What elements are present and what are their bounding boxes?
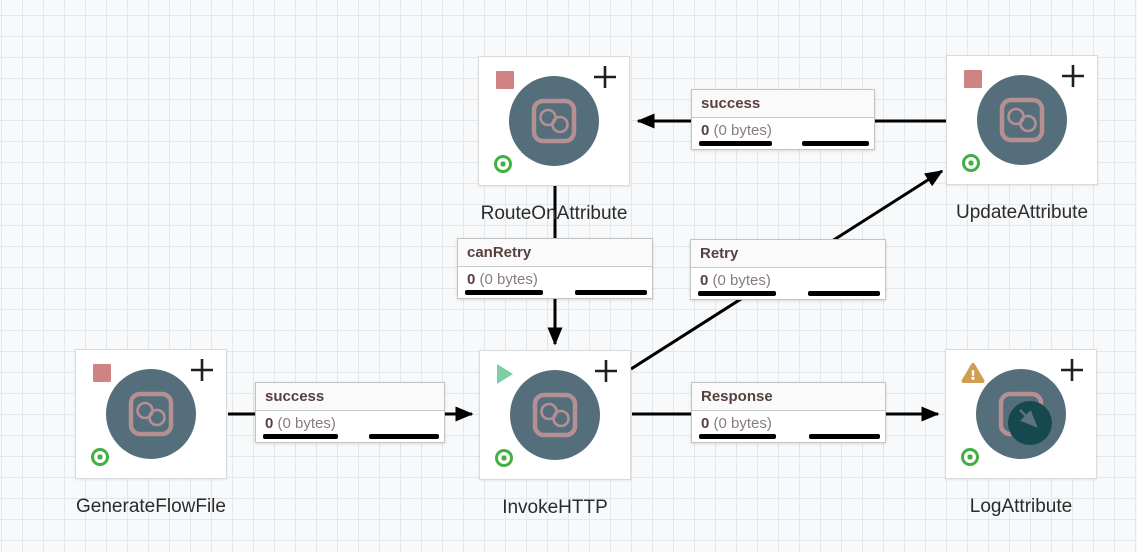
processor-routeonattribute[interactable]: RouteOnAttribute	[478, 56, 630, 224]
queued-size: (0 bytes)	[479, 271, 538, 288]
add-connection-icon[interactable]	[1060, 358, 1084, 382]
drop-arrow-badge	[1008, 401, 1052, 445]
valid-status-icon	[91, 448, 109, 466]
queue-indicator-bar	[801, 141, 869, 146]
queue-indicator-bar	[699, 434, 777, 439]
queue-indicator-bar	[465, 290, 543, 295]
connection-name: canRetry	[458, 239, 652, 267]
valid-status-icon	[494, 155, 512, 173]
queue-indicator-bar	[369, 434, 439, 439]
add-connection-icon[interactable]	[594, 359, 618, 383]
processor-updateattribute[interactable]: UpdateAttribute	[946, 55, 1098, 223]
processor-type-icon	[106, 369, 196, 459]
queued-size: (0 bytes)	[277, 415, 336, 432]
connection-label-success-bottom[interactable]: success 0 (0 bytes)	[255, 382, 445, 443]
queued-size: (0 bytes)	[712, 272, 771, 289]
connection-queue: 0 (0 bytes)	[256, 411, 444, 442]
running-status-icon	[497, 364, 513, 384]
queued-size: (0 bytes)	[713, 415, 772, 432]
processor-name: RouteOnAttribute	[480, 203, 628, 224]
connection-name: Response	[692, 383, 885, 411]
add-connection-icon[interactable]	[593, 65, 617, 89]
processor-type-icon	[977, 75, 1067, 165]
valid-status-icon	[961, 448, 979, 466]
queued-count: 0	[701, 415, 710, 432]
processor-name: LogAttribute	[969, 496, 1073, 517]
connection-queue: 0 (0 bytes)	[692, 411, 885, 442]
processor-name: InvokeHTTP	[502, 497, 608, 518]
queue-indicator-bar	[808, 291, 880, 296]
processor-type-icon	[509, 76, 599, 166]
queue-indicator-bar	[263, 434, 339, 439]
stopped-status-icon	[93, 364, 111, 382]
queued-count: 0	[701, 122, 710, 139]
processor-name: UpdateAttribute	[955, 202, 1089, 223]
connection-label-response[interactable]: Response 0 (0 bytes)	[691, 382, 886, 443]
valid-status-icon	[495, 449, 513, 467]
connection-queue: 0 (0 bytes)	[458, 267, 652, 298]
stopped-status-icon	[964, 70, 982, 88]
processor-invokehttp[interactable]: InvokeHTTP	[479, 350, 631, 518]
connection-name: Retry	[691, 240, 885, 268]
connection-queue: 0 (0 bytes)	[692, 118, 874, 149]
connection-label-success-top[interactable]: success 0 (0 bytes)	[691, 89, 875, 150]
connection-label-canretry[interactable]: canRetry 0 (0 bytes)	[457, 238, 653, 299]
connection-name: success	[692, 90, 874, 118]
warning-status-icon	[961, 362, 985, 389]
processor-type-icon	[510, 370, 600, 460]
queue-indicator-bar	[808, 434, 880, 439]
connection-label-retry[interactable]: Retry 0 (0 bytes)	[690, 239, 886, 300]
queue-indicator-bar	[575, 290, 647, 295]
queued-count: 0	[265, 415, 274, 432]
add-connection-icon[interactable]	[190, 358, 214, 382]
processor-generateflowfile[interactable]: GenerateFlowFile	[75, 349, 227, 517]
add-connection-icon[interactable]	[1061, 64, 1085, 88]
connection-queue: 0 (0 bytes)	[691, 268, 885, 299]
queue-indicator-bar	[698, 291, 776, 296]
queue-indicator-bar	[699, 141, 772, 146]
queued-size: (0 bytes)	[713, 122, 772, 139]
processor-logattribute[interactable]: LogAttribute	[945, 349, 1097, 517]
queued-count: 0	[700, 272, 709, 289]
stopped-status-icon	[496, 71, 514, 89]
connection-name: success	[256, 383, 444, 411]
queued-count: 0	[467, 271, 476, 288]
processor-name: GenerateFlowFile	[76, 496, 226, 517]
valid-status-icon	[962, 154, 980, 172]
